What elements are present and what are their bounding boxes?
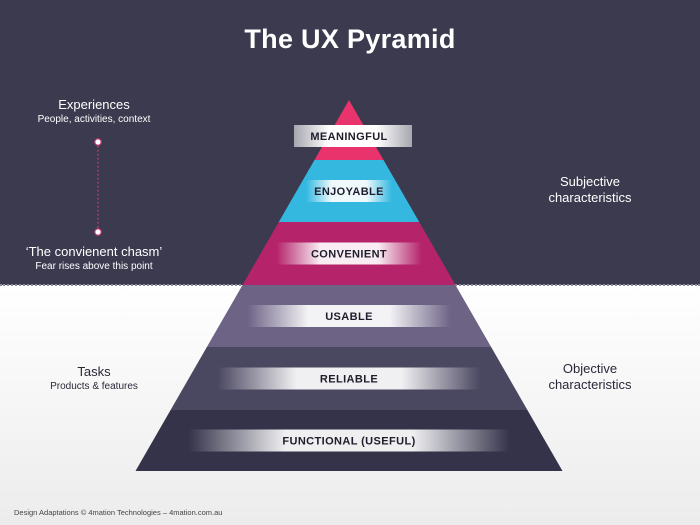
level-label-enjoyable: ENJOYABLE <box>314 186 384 198</box>
level-band-convenient <box>276 242 422 265</box>
level-label-reliable: RELIABLE <box>320 374 378 386</box>
connector-top-dot <box>94 138 102 146</box>
subjective-annotation: Subjective characteristics <box>520 174 660 206</box>
level-band-usable <box>247 305 451 327</box>
subjective-line1: Subjective <box>560 174 620 189</box>
chasm-annotation: ‘The convienent chasm’ Fear rises above … <box>14 244 174 272</box>
subjective-line2: characteristics <box>548 190 632 205</box>
level-label-usable: USABLE <box>325 311 373 323</box>
objective-line2: characteristics <box>548 377 632 392</box>
page-title: The UX Pyramid <box>244 24 456 54</box>
tasks-heading: Tasks <box>77 364 111 379</box>
level-band-enjoyable <box>306 180 392 202</box>
level-label-convenient: CONVENIENT <box>311 249 387 261</box>
chasm-subtext: Fear rises above this point <box>35 261 153 272</box>
level-band-functional-useful <box>188 429 510 452</box>
level-label-functional-useful: FUNCTIONAL (USEFUL) <box>282 436 415 448</box>
level-label-meaningful: MEANINGFUL <box>310 131 387 143</box>
objective-annotation: Objective characteristics <box>520 361 660 393</box>
chasm-heading: ‘The convienent chasm’ <box>25 244 163 259</box>
objective-line1: Objective <box>562 361 618 376</box>
level-band-meaningful <box>294 125 412 147</box>
level-band-reliable <box>217 367 481 390</box>
tasks-subtext: Products & features <box>50 381 138 392</box>
experiences-subtext: People, activities, context <box>37 114 151 125</box>
footer-credit: Design Adaptations © 4mation Technologie… <box>14 508 223 517</box>
experiences-heading: Experiences <box>58 97 130 112</box>
connector-bottom-dot <box>94 228 102 236</box>
tasks-annotation: Tasks Products & features <box>14 364 174 392</box>
experiences-annotation: Experiences People, activities, context <box>14 97 174 125</box>
